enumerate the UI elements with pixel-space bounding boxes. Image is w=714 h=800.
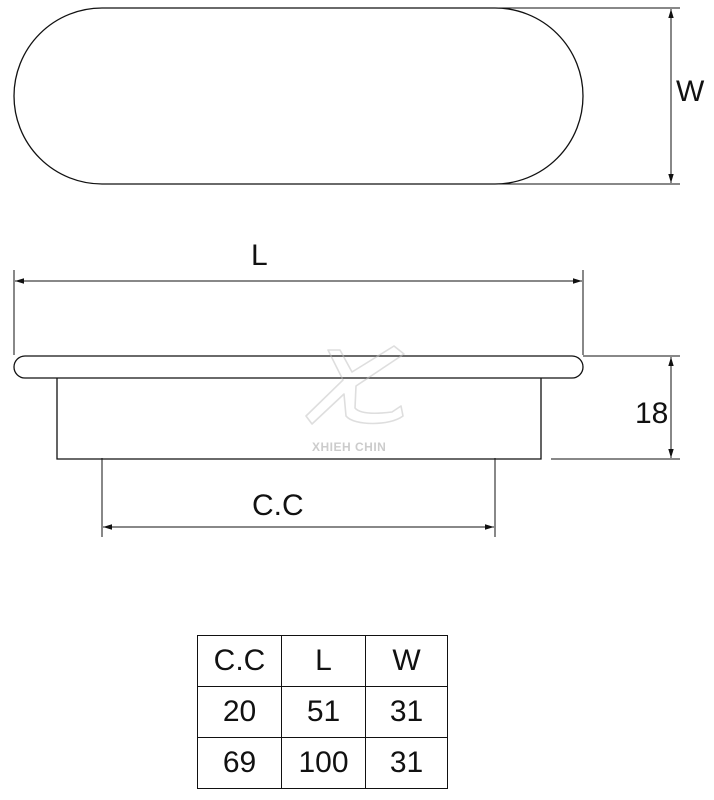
header-length: L	[281, 635, 366, 687]
cell-cc: 69	[197, 737, 282, 789]
header-width: W	[365, 635, 448, 687]
spec-table-header-row: C.C L W	[197, 635, 448, 687]
cell-cc: 20	[197, 686, 282, 738]
cell-length: 51	[281, 686, 366, 738]
width-label: W	[676, 75, 705, 108]
side-view-body	[56, 378, 542, 460]
center-label: C.C	[252, 489, 304, 522]
length-label: L	[251, 239, 268, 272]
xc-logo-icon	[305, 345, 405, 425]
side-view-flange	[13, 355, 584, 379]
cell-length: 100	[281, 737, 366, 789]
cell-width: 31	[365, 737, 448, 789]
top-view-outline	[13, 7, 584, 185]
cell-width: 31	[365, 686, 448, 738]
table-row: 69 100 31	[197, 737, 448, 789]
spec-table: C.C L W 20 51 31 69 100 31	[197, 635, 448, 789]
header-cc: C.C	[197, 635, 282, 687]
table-row: 20 51 31	[197, 686, 448, 738]
height-label: 18	[635, 397, 668, 430]
watermark-text: XHIEH CHIN	[312, 440, 386, 454]
